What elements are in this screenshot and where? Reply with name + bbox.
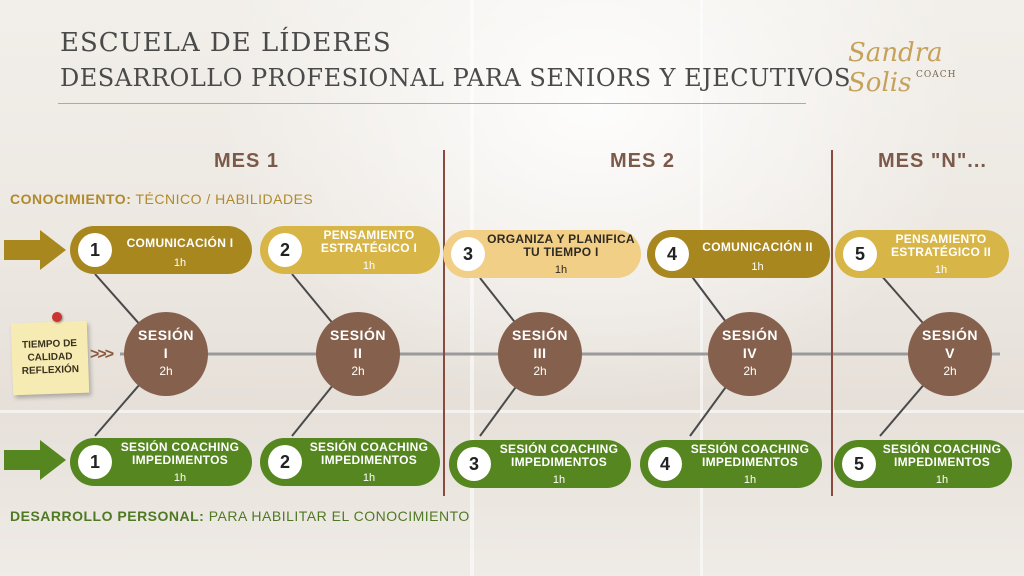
module-pill: 3 ORGANIZA Y PLANIFICA TU TIEMPO I 1h: [443, 230, 641, 278]
module-duration: 1h: [935, 474, 949, 486]
month-2-label: MES 2: [610, 150, 676, 172]
month-1-label: MES 1: [214, 150, 280, 172]
coaching-pill: 1 SESIÓN COACHING IMPEDIMENTOS 1h: [70, 438, 252, 486]
module-number: 1: [78, 445, 112, 479]
logo: Sandra Solis COACH: [828, 18, 1008, 98]
module-title: SESIÓN COACHING IMPEDIMENTOS: [690, 442, 810, 469]
module-title: SESIÓN COACHING IMPEDIMENTOS: [120, 440, 240, 467]
session-duration: 2h: [943, 364, 957, 378]
module-title: COMUNICACIÓN I: [126, 236, 234, 250]
module-duration: 1h: [362, 472, 376, 484]
module-pill: 1 COMUNICACIÓN I 1h: [70, 226, 252, 274]
month-n-label: MES "N"...: [878, 150, 987, 172]
module-number: 3: [457, 447, 491, 481]
module-duration: 1h: [173, 257, 187, 269]
development-label: DESARROLLO PERSONAL: PARA HABILITAR EL C…: [10, 508, 470, 524]
page-title: ESCUELA DE LÍDERES: [60, 28, 392, 58]
module-number: 3: [451, 237, 485, 271]
module-pill: 4 COMUNICACIÓN II 1h: [647, 230, 830, 278]
month-divider: [831, 150, 833, 496]
session-duration: 2h: [351, 364, 365, 378]
module-duration: 1h: [751, 261, 764, 273]
chevrons-icon: >>>: [90, 346, 114, 363]
module-number: 2: [268, 445, 302, 479]
page-subtitle: DESARROLLO PROFESIONAL PARA SENIORS Y EJ…: [60, 64, 851, 92]
module-pill: 5 PENSAMIENTO ESTRATÉGICO II 1h: [835, 230, 1009, 278]
session-duration: 2h: [159, 364, 173, 378]
month-divider: [443, 150, 445, 496]
session-duration: 2h: [533, 364, 547, 378]
module-title: COMUNICACIÓN II: [702, 240, 813, 254]
logo-tag: COACH: [916, 70, 957, 80]
module-number: 4: [648, 447, 682, 481]
module-title: PENSAMIENTO ESTRATÉGICO II: [891, 232, 991, 259]
coaching-pill: 2 SESIÓN COACHING IMPEDIMENTOS 1h: [260, 438, 440, 486]
module-number: 4: [655, 237, 689, 271]
arrow-right-icon: [4, 440, 66, 480]
session-duration: 2h: [743, 364, 757, 378]
module-pill: 2 PENSAMIENTO ESTRATÉGICO I 1h: [260, 226, 440, 274]
arrow-right-icon: [4, 230, 66, 270]
note-text: TIEMPO DE CALIDAD REFLEXIÓN: [21, 338, 80, 377]
pin-icon: [52, 312, 62, 322]
module-title: PENSAMIENTO ESTRATÉGICO I: [320, 228, 418, 255]
module-number: 2: [268, 233, 302, 267]
title-underline: [58, 103, 806, 104]
coaching-pill: 5 SESIÓN COACHING IMPEDIMENTOS 1h: [834, 440, 1012, 488]
module-duration: 1h: [552, 474, 566, 486]
coaching-pill: 4 SESIÓN COACHING IMPEDIMENTOS 1h: [640, 440, 822, 488]
module-duration: 1h: [743, 474, 757, 486]
module-duration: 1h: [173, 472, 187, 484]
module-title: SESIÓN COACHING IMPEDIMENTOS: [309, 440, 429, 467]
module-title: SESIÓN COACHING IMPEDIMENTOS: [499, 442, 619, 469]
module-title: SESIÓN COACHING IMPEDIMENTOS: [882, 442, 1002, 469]
module-number: 1: [78, 233, 112, 267]
module-number: 5: [843, 237, 877, 271]
knowledge-label: CONOCIMIENTO: TÉCNICO / HABILIDADES: [10, 191, 314, 207]
module-duration: 1h: [362, 260, 376, 272]
module-duration: 1h: [934, 264, 948, 276]
coaching-pill: 3 SESIÓN COACHING IMPEDIMENTOS 1h: [449, 440, 631, 488]
module-title: ORGANIZA Y PLANIFICA TU TIEMPO I: [487, 232, 635, 259]
module-number: 5: [842, 447, 876, 481]
sticky-note: TIEMPO DE CALIDAD REFLEXIÓN: [10, 320, 90, 396]
module-duration: 1h: [554, 264, 568, 276]
logo-name: Sandra Solis: [848, 38, 943, 98]
